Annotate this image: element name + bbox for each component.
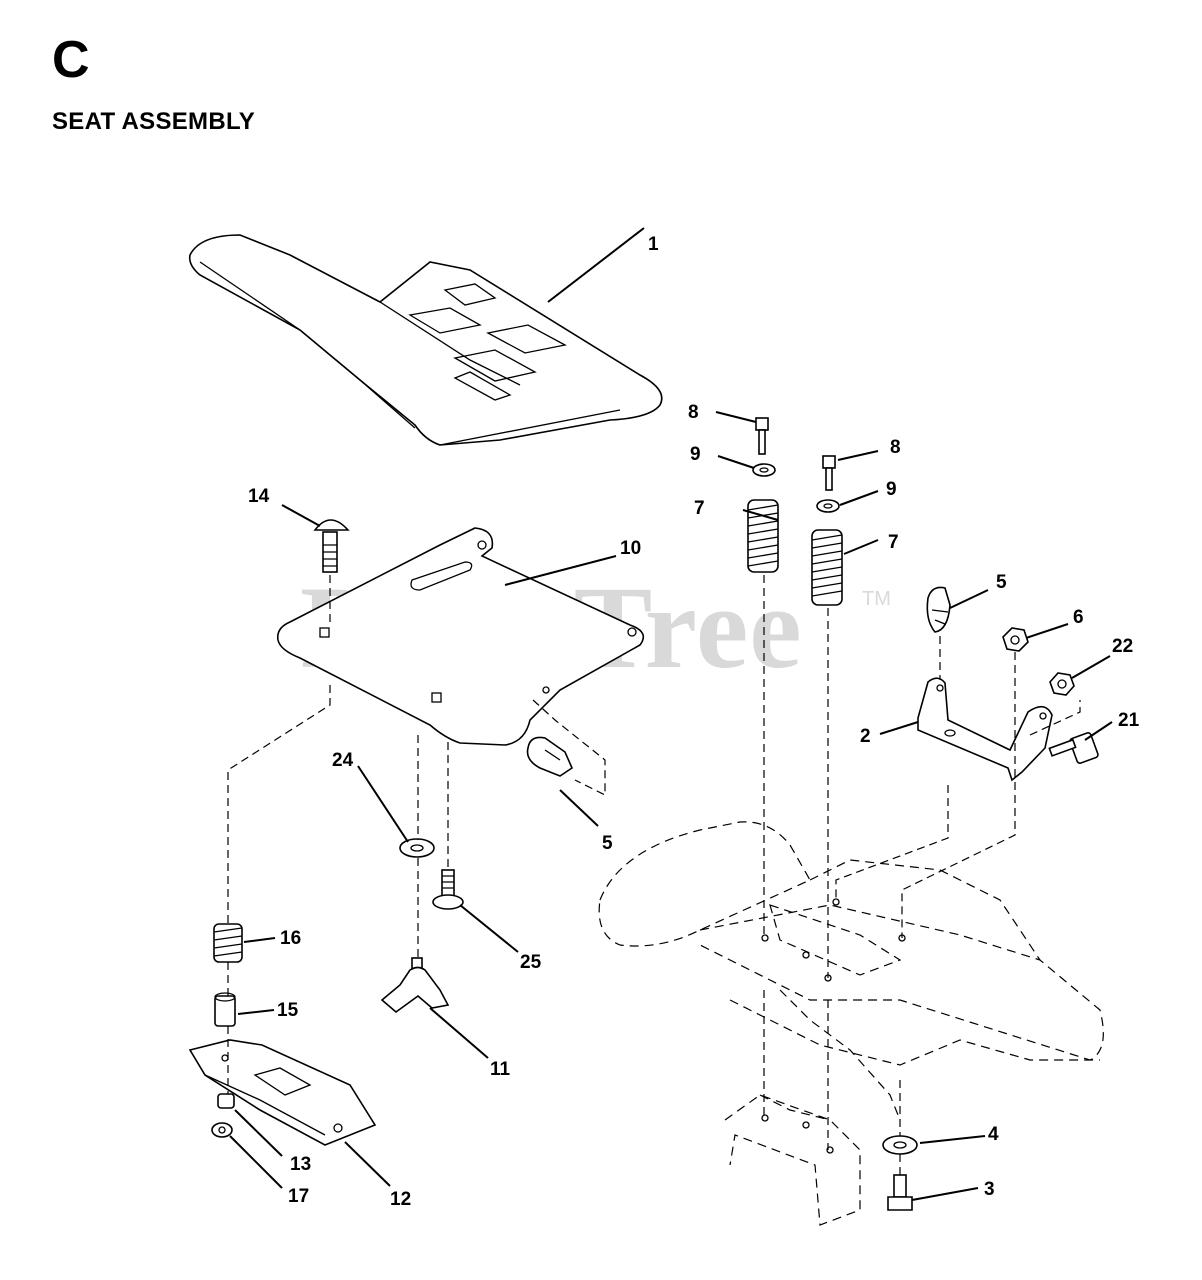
section-title: SEAT ASSEMBLY xyxy=(52,108,256,135)
callout-4: 4 xyxy=(988,1124,999,1145)
nut-22 xyxy=(1049,672,1075,696)
shoulder-screw xyxy=(432,869,464,910)
callout-25: 25 xyxy=(520,952,542,973)
shoulder-bolt xyxy=(1048,732,1099,764)
callout-5-lower: 5 xyxy=(602,833,613,854)
section-letter: C xyxy=(52,31,90,89)
assembly-lines xyxy=(227,575,1081,1175)
callout-9-left: 9 xyxy=(690,444,701,465)
callout-8-left: 8 xyxy=(688,402,699,423)
callout-16: 16 xyxy=(280,928,301,949)
washer-9-left xyxy=(752,463,776,477)
hex-bolt-3 xyxy=(887,1174,913,1211)
callout-11: 11 xyxy=(490,1059,511,1080)
leader-lines xyxy=(229,227,1113,1201)
callout-21: 21 xyxy=(1118,710,1140,731)
spacer-15 xyxy=(214,992,236,1027)
callout-7-left: 7 xyxy=(694,498,705,519)
clip-lower xyxy=(526,736,574,777)
callout-5-upper: 5 xyxy=(996,572,1007,593)
callout-15: 15 xyxy=(277,1000,299,1021)
callout-2: 2 xyxy=(860,726,871,747)
washer-9-right xyxy=(816,499,840,513)
callout-6: 6 xyxy=(1073,607,1084,628)
callout-7-right: 7 xyxy=(888,532,899,553)
callouts: 1 2 3 4 5 5 6 7 7 8 8 9 9 10 11 12 13 14… xyxy=(248,234,1140,1210)
seat-knob xyxy=(380,957,450,1014)
adjustment-plate xyxy=(188,1039,377,1146)
callout-12: 12 xyxy=(390,1189,411,1210)
tractor-frame-outline xyxy=(598,821,1104,1226)
seat-bracket xyxy=(917,677,1053,782)
callout-24: 24 xyxy=(332,750,354,771)
bolt-8-right xyxy=(822,455,836,491)
callout-9-right: 9 xyxy=(886,479,897,500)
callout-13: 13 xyxy=(290,1154,311,1175)
seat-pan xyxy=(276,527,645,746)
spring-right xyxy=(811,529,843,606)
seat xyxy=(188,234,663,446)
spring-left xyxy=(747,499,779,573)
callout-22: 22 xyxy=(1112,636,1133,657)
nut-13 xyxy=(217,1093,235,1109)
washer-4 xyxy=(882,1135,918,1155)
callout-8-right: 8 xyxy=(890,437,901,458)
watermark-trademark: TM xyxy=(862,588,891,610)
callout-3: 3 xyxy=(984,1179,995,1200)
lock-nut xyxy=(1002,627,1029,652)
carriage-bolt xyxy=(313,519,350,573)
flange-nut-17 xyxy=(211,1122,233,1138)
callout-14: 14 xyxy=(248,486,270,507)
spring-16 xyxy=(213,923,243,963)
washer-24 xyxy=(399,838,435,858)
clip-upper xyxy=(926,586,951,633)
callout-17: 17 xyxy=(288,1186,309,1207)
callout-10: 10 xyxy=(620,538,641,559)
callout-1: 1 xyxy=(648,234,659,255)
bolt-8-left xyxy=(755,417,769,455)
